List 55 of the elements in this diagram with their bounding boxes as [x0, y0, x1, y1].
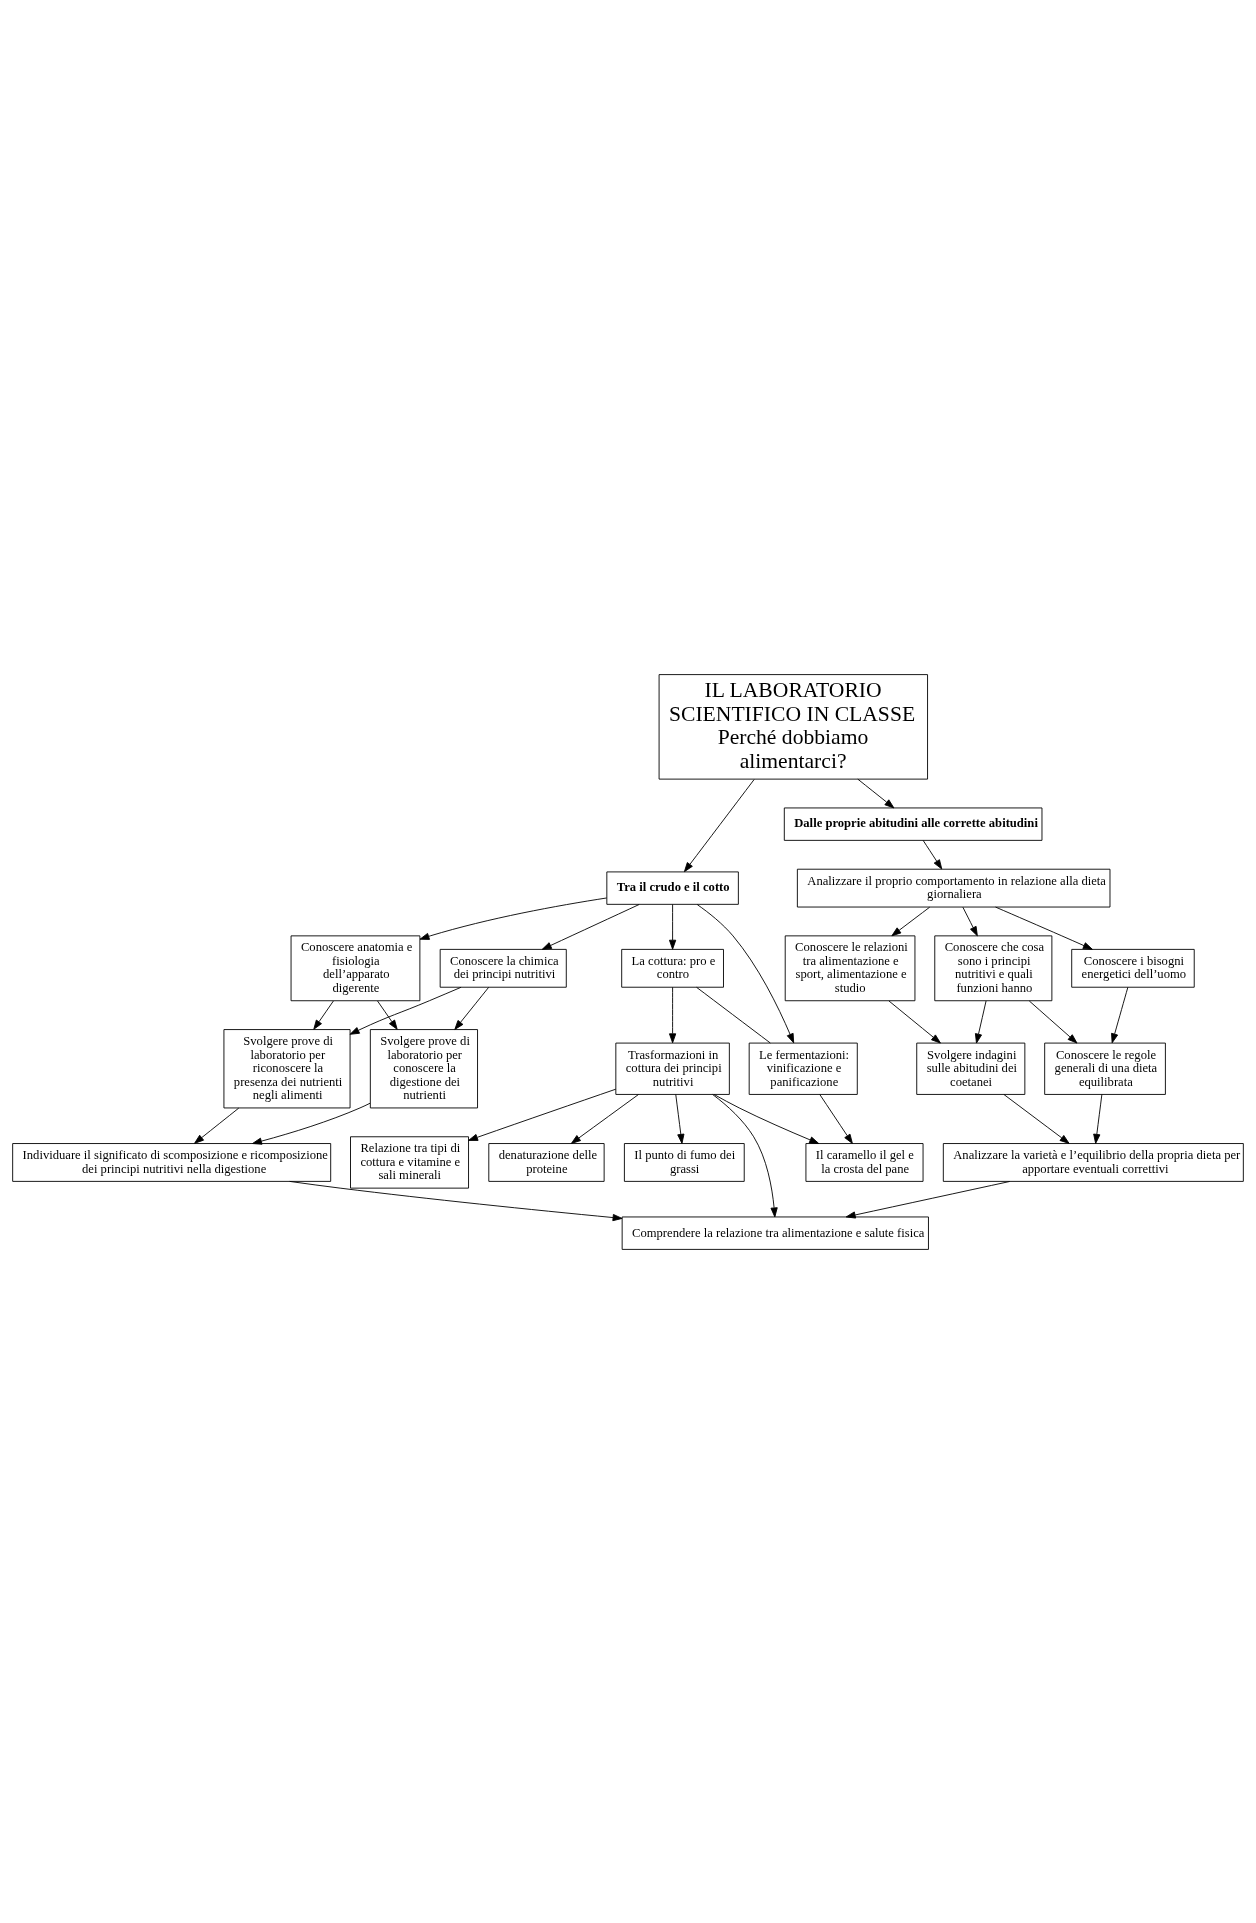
node-box: Il punto di fumo dei grassi: [623, 1142, 745, 1182]
node-box: Svolgere prove di laboratorio per riconoscere la presenza dei nutrienti negli alimenti: [223, 1028, 351, 1108]
node-box: Analizzare il proprio comportamento in relazione alla dieta giornaliera: [796, 868, 1111, 907]
connector: [696, 986, 771, 1043]
node-box: Le fermentazioni: vinificazione e panificazione: [748, 1042, 858, 1095]
arrow: [349, 986, 462, 1035]
node-box: Conoscere i bisogni energetici dell’uomo: [1071, 948, 1195, 988]
arrow: [675, 1093, 685, 1144]
arrow: [570, 1093, 639, 1144]
node-box: Conoscere anatomia e fisiologia dell’apparato digerente: [290, 934, 421, 1001]
arrow: [1003, 1093, 1070, 1144]
node-box: Comprendere la relazione tra alimentazione e salute fisica: [621, 1216, 929, 1250]
arrow: [313, 1000, 334, 1030]
arrow: [995, 906, 1093, 950]
node-box: Analizzare la varietà e l’equilibrio della propria dieta per apportare eventuali correttivi: [942, 1142, 1244, 1182]
arrow: [454, 986, 490, 1030]
arrow: [377, 1000, 398, 1030]
arrow: [974, 1000, 987, 1043]
arrow: [669, 986, 677, 1043]
node-box: denaturazione delle proteine: [488, 1142, 605, 1182]
node-box: Tra il crudo e il cotto: [606, 870, 739, 905]
node-box: Dalle proprie abitudini alle corrette abitudini: [783, 807, 1043, 841]
arrow: [888, 1000, 941, 1043]
arrow: [962, 906, 978, 936]
node-box: Conoscere la chimica dei principi nutritivi: [439, 948, 567, 988]
arrow: [669, 903, 677, 950]
arrow: [419, 897, 608, 940]
arrow: [468, 1088, 617, 1141]
arrow: [1111, 986, 1129, 1043]
node-box: Il caramello il gel e la crosta del pane: [805, 1142, 924, 1182]
arrow: [713, 1093, 820, 1144]
arrow: [696, 903, 795, 1043]
arrow: [683, 778, 755, 872]
node-box: Conoscere che cosa sono i principi nutritivi e quali funzioni hanno: [934, 934, 1053, 1001]
arrow: [922, 839, 943, 869]
arrow: [857, 778, 895, 808]
arrow: [712, 1093, 778, 1217]
arrow: [1093, 1093, 1103, 1144]
node-box: Svolgere indagini sulle abitudini dei coetanei: [916, 1042, 1026, 1095]
node-box: Relazione tra tipi di cottura e vitamine e sali minerali: [350, 1135, 469, 1189]
arrow: [541, 903, 640, 950]
arrow: [845, 1180, 1011, 1219]
node-box: Svolgere prove di laboratorio per conoscere la digestione dei nutrienti: [369, 1028, 478, 1108]
arrow: [252, 1102, 371, 1145]
arrow: [891, 906, 931, 936]
node-box: Individuare il significato di scomposizione e ricomposizione dei principi nutritivi nella digestione: [12, 1142, 332, 1182]
node-box: La cottura: pro e contro: [621, 948, 724, 988]
node-box: Conoscere le regole generali di una dieta equilibrata: [1044, 1042, 1166, 1095]
node-box: IL LABORATORIO SCIENTIFICO IN CLASSE Perché dobbiamo alimentarci?: [658, 673, 928, 780]
arrow: [819, 1093, 853, 1144]
arrow: [194, 1107, 240, 1144]
node-box: Conoscere le relazioni tra alimentazione e sport, alimentazione e studio: [784, 934, 916, 1001]
node-box: Trasformazioni in cottura dei principi nutritivi: [615, 1042, 730, 1095]
arrow: [1028, 1000, 1078, 1043]
arrow: [289, 1180, 623, 1221]
